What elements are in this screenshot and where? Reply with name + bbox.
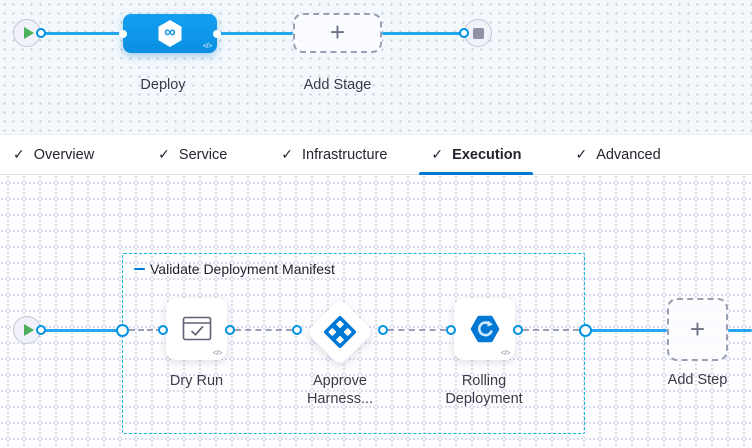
connector-port (446, 325, 456, 335)
tab-advanced[interactable]: ✓ Advanced (563, 135, 672, 174)
edge-deploy-to-addstage (217, 31, 293, 35)
tab-service[interactable]: ✓ Service (146, 135, 239, 174)
step-group-name: Validate Deployment Manifest (150, 261, 335, 277)
harness-approval-icon (324, 316, 356, 348)
step-label-rolling-deployment: Rolling Deployment (445, 373, 523, 407)
tab-execution[interactable]: ✓ Execution (419, 135, 534, 175)
plus-icon: + (329, 17, 346, 47)
connector-port (36, 28, 46, 38)
yaml-code-icon: </> (212, 348, 223, 357)
tab-infrastructure[interactable]: ✓ Infrastructure (269, 135, 399, 174)
edge-dashed (235, 329, 292, 331)
step-group-container (122, 253, 585, 434)
check-icon: ✓ (13, 146, 25, 162)
yaml-code-icon: </> (500, 348, 511, 357)
edge-addstage-to-end (382, 31, 464, 35)
dry-run-window-check-icon (182, 316, 211, 341)
execution-graph-canvas: Validate Deployment Manifest </> (0, 175, 752, 448)
edge-group-to-addstep (585, 328, 667, 332)
connector-port (513, 325, 523, 335)
step-node-approve-harness[interactable] (306, 298, 374, 366)
connector-port (158, 325, 168, 335)
group-boundary-port (115, 323, 129, 337)
add-stage-button[interactable]: + (293, 13, 382, 53)
step-group-header[interactable]: Validate Deployment Manifest (134, 261, 335, 277)
connector-port (292, 325, 302, 335)
connector-port (213, 29, 221, 38)
check-icon: ✓ (158, 146, 170, 162)
check-icon: ✓ (431, 146, 444, 162)
tab-label: Execution (452, 146, 522, 163)
play-icon (23, 27, 34, 39)
step-node-dry-run[interactable]: </> (166, 298, 227, 360)
connector-port (225, 325, 235, 335)
tab-label: Advanced (596, 146, 661, 163)
check-icon: ✓ (575, 146, 588, 162)
stage-node-deploy[interactable]: ∞ </> (119, 14, 221, 53)
tab-overview[interactable]: ✓ Overview (1, 135, 106, 174)
play-icon (23, 324, 34, 336)
add-step-label: Add Step (667, 372, 728, 388)
check-icon: ✓ (281, 146, 293, 162)
yaml-code-icon: </> (202, 41, 213, 50)
add-step-button[interactable]: + (667, 298, 728, 361)
connector-port (119, 29, 127, 38)
tab-label: Service (178, 146, 228, 163)
add-stage-label: Add Stage (303, 77, 372, 93)
step-label-dry-run: Dry Run (169, 373, 224, 389)
tab-label: Overview (33, 146, 95, 163)
rolling-deployment-icon (470, 315, 499, 343)
edge-dashed (523, 329, 579, 331)
stage-label-deploy: Deploy (140, 77, 186, 93)
step-label-approve-harness: Approve Harness... (306, 373, 374, 407)
harness-cd-icon: ∞ (158, 20, 182, 47)
edge-dashed (129, 329, 162, 331)
tab-label: Infrastructure (302, 146, 388, 163)
edge-addstep-to-right (728, 328, 752, 332)
stop-icon (472, 27, 484, 39)
edge-dashed (388, 329, 446, 331)
connector-port (378, 325, 388, 335)
plus-icon: + (689, 313, 706, 344)
step-node-rolling-deployment[interactable]: </> (454, 298, 515, 360)
group-boundary-port (578, 323, 592, 337)
edge-start-to-deploy (41, 31, 123, 35)
collapse-icon (134, 267, 145, 271)
stage-config-tabs: ✓ Overview ✓ Service ✓ Infrastructure ✓ … (0, 134, 752, 175)
connector-port (36, 325, 46, 335)
stage-pipeline-canvas: ∞ </> Deploy + Add Stage (0, 0, 752, 134)
connector-port (459, 28, 469, 38)
edge-start-to-group (41, 328, 122, 332)
